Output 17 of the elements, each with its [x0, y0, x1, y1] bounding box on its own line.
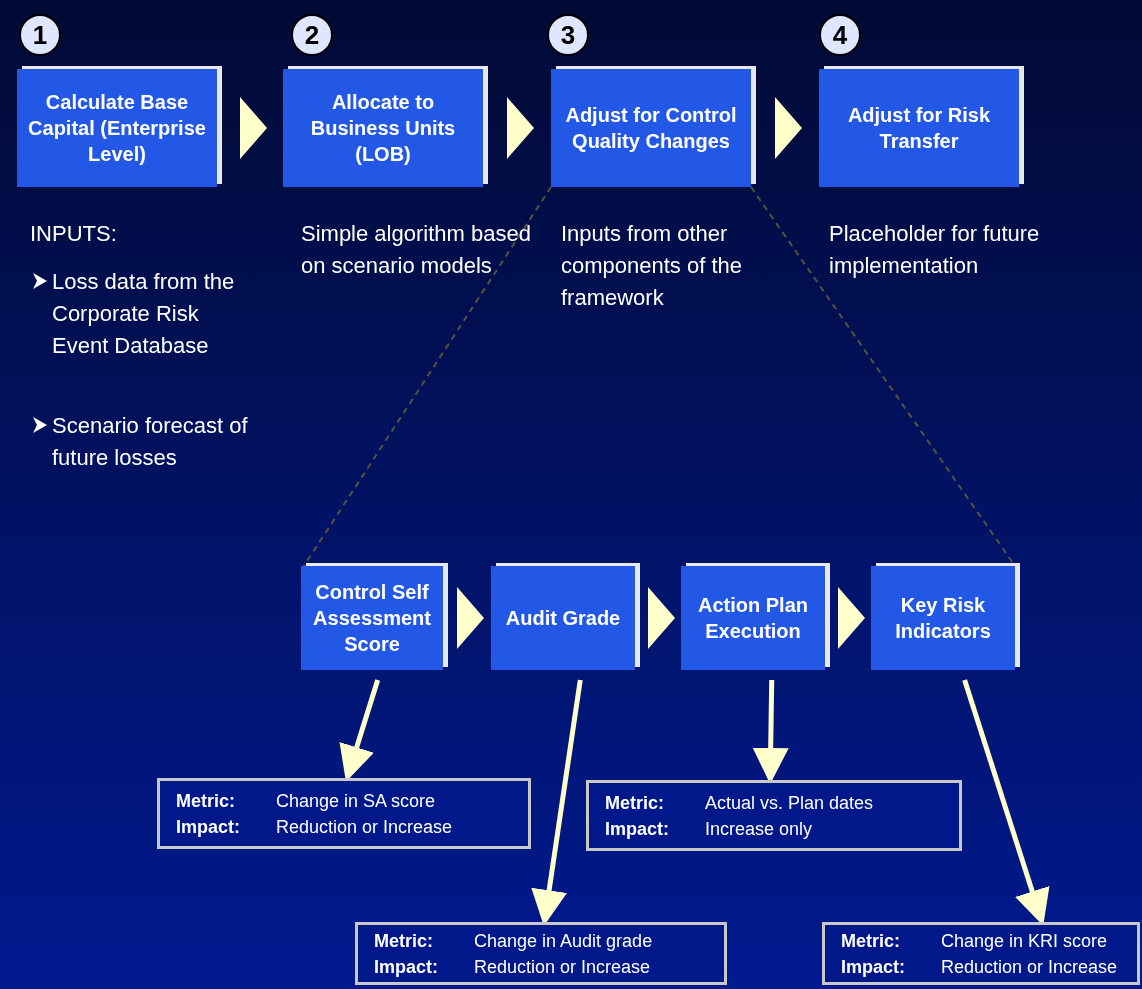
description-text: Inputs from other components of the framework: [561, 220, 743, 312]
metric-box: Metric: Change in SA score Impact: Reduction or Increase: [157, 778, 531, 849]
chevron-arrow: [838, 587, 865, 649]
description-text: Placeholder for future implementation: [829, 220, 1041, 280]
metric-box: Metric: Change in Audit grade Impact: Reduction or Increase: [355, 922, 727, 985]
description-text: Simple algorithm based on scenario models: [301, 220, 531, 280]
metric-box: Metric: Change in KRI score Impact: Reduction or Increase: [822, 922, 1140, 985]
metric-box: Metric: Actual vs. Plan dates Impact: Increase only: [586, 780, 962, 851]
chevron-arrow: [457, 587, 484, 649]
chevron-arrow: [507, 97, 534, 159]
chevron-arrow: [775, 97, 802, 159]
chevron-arrow: [240, 97, 267, 159]
chevron-arrow: [648, 587, 675, 649]
dashed-line: [302, 186, 552, 567]
input-item: Loss data from the Corporate Risk Event Database: [52, 268, 236, 360]
description-text: INPUTS:: [30, 220, 118, 248]
input-item: Scenario forecast of future losses: [52, 412, 249, 472]
